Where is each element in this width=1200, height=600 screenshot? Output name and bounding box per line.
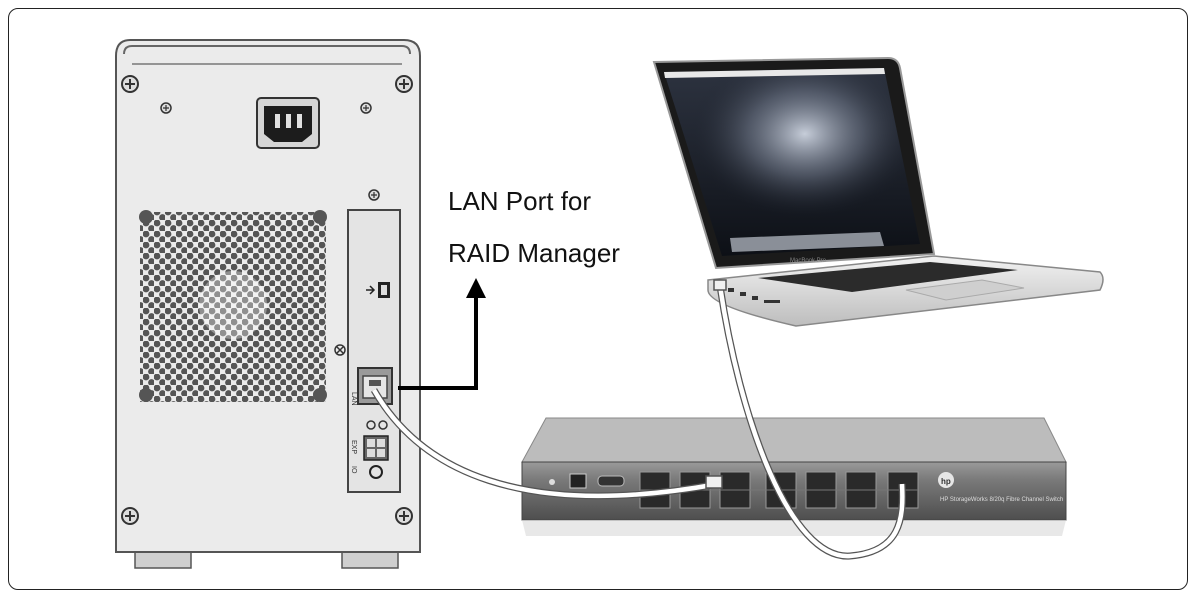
laptop-brand-label: MacBook Pro xyxy=(790,258,827,264)
screw-icon xyxy=(360,102,372,114)
lan-port-label: LAN xyxy=(350,392,357,406)
switch-logo-icon xyxy=(938,472,954,488)
status-led xyxy=(378,420,388,430)
power-socket-icon xyxy=(256,97,320,149)
screen-menu-bar xyxy=(664,68,885,78)
screw-icon xyxy=(121,507,139,525)
io-port-label: IO xyxy=(350,466,357,474)
laptop-port xyxy=(752,296,758,300)
laptop: MacBook Pro xyxy=(652,56,1104,327)
switch-logo: hp xyxy=(941,477,951,486)
enclosure-foot-right xyxy=(341,551,399,569)
screw-icon xyxy=(121,75,139,93)
status-led xyxy=(366,420,376,430)
card-mount-mark xyxy=(334,344,346,356)
raid-enclosure: LAN EXP IO xyxy=(115,39,421,569)
fan-vent xyxy=(139,210,327,402)
callout-text-line2: RAID Manager xyxy=(448,238,620,268)
io-port xyxy=(369,465,383,479)
callout-text-line1: LAN Port for xyxy=(448,186,592,216)
switch-mgmt-port xyxy=(569,473,587,489)
exp-port xyxy=(363,435,389,461)
laptop-card-slot xyxy=(764,300,780,303)
cable-raid-to-switch xyxy=(370,388,723,500)
screw-icon xyxy=(395,75,413,93)
callout-arrow xyxy=(398,278,486,390)
switch-shadow xyxy=(522,520,1066,536)
lan-port xyxy=(357,367,393,405)
sfp-ports xyxy=(639,471,919,509)
screw-icon xyxy=(368,189,380,201)
network-switch: hp HP StorageWorks 8/20q Fibre Channel S… xyxy=(521,417,1067,536)
screw-icon xyxy=(160,102,172,114)
exp-port-label: EXP xyxy=(350,440,357,454)
laptop-port xyxy=(728,288,734,292)
screen-wallpaper xyxy=(664,68,920,256)
enclosure-top-groove xyxy=(123,45,411,55)
screen-dock xyxy=(730,232,884,252)
laptop-trackpad xyxy=(905,279,1025,301)
screw-icon xyxy=(395,507,413,525)
laptop-keyboard xyxy=(758,262,1018,292)
laptop-port xyxy=(740,292,746,296)
switch-serial-port xyxy=(597,475,625,487)
switch-led xyxy=(549,479,555,485)
cable-laptop-to-switch xyxy=(713,279,906,560)
enclosure-foot-left xyxy=(134,551,192,569)
switch-model-label: HP StorageWorks 8/20q Fibre Channel Swit… xyxy=(940,497,1063,503)
usb-icon xyxy=(366,282,390,298)
controller-card: LAN EXP IO xyxy=(334,189,401,493)
switch-top xyxy=(521,417,1067,463)
